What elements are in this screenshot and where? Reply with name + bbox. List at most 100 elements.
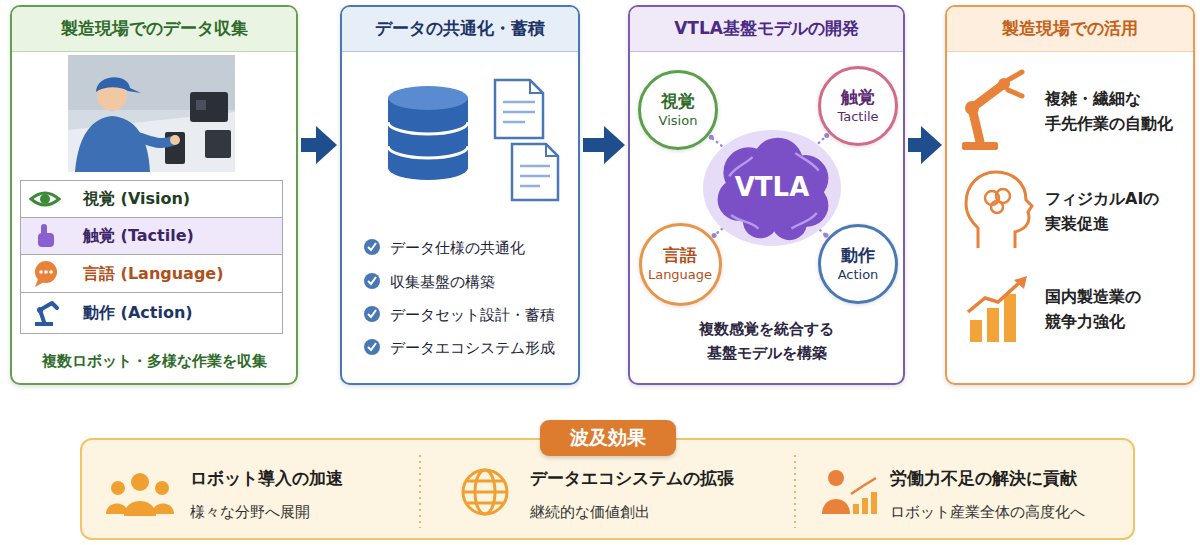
text-slot: フィジカルAIの 実装促進 (1045, 187, 1179, 237)
text-slot: 製造現場での活用 (947, 18, 1193, 39)
worker-photo (68, 55, 235, 172)
database-icon (388, 98, 468, 180)
modality-circle: 動作Action (818, 224, 898, 304)
ai-head-icon (966, 172, 1032, 248)
database-icon (388, 146, 468, 158)
brain-shape (731, 215, 758, 229)
flow-arrow (908, 138, 922, 152)
panel-title: VTLA基盤モデルの開発 (674, 18, 859, 39)
eye-icon (31, 193, 59, 205)
stage-panel: 視覚 (Vision) 触覚 (Tactile) 言語 (Language) 動作 (… (10, 5, 298, 385)
modality-circle: 触覚Tactile (818, 66, 898, 146)
check-icon (364, 239, 380, 355)
worker-photo (165, 132, 185, 164)
speech-icon (35, 279, 44, 287)
worker-growth-icon (822, 470, 877, 514)
stage-panel: VTLA視覚Vision 触覚Tactile 言語Language 動作Action V… (628, 5, 905, 385)
text-slot: 複数ロボット・多様な作業を収集 (12, 351, 296, 371)
effect-detail: 様々な分野へ展開 (190, 503, 310, 522)
industrial-robot-icon (965, 101, 979, 115)
modality-english: Action (838, 267, 879, 283)
robot-arm-icon (37, 307, 43, 313)
globe-icon (463, 470, 507, 514)
text-slot: データの共通化・蓄積 (342, 18, 578, 39)
growth-chart-icon (968, 282, 1020, 312)
flow-arrow (316, 126, 337, 164)
dotted-separator (419, 455, 421, 528)
document-icon (546, 144, 558, 156)
people-icon (155, 481, 169, 495)
modality-name: 動作 (841, 245, 875, 266)
brain-shape (791, 213, 816, 228)
worker-growth-icon (853, 504, 859, 514)
text-slot: 複数感覚を統合する 基盤モデルを構築 (630, 317, 903, 365)
dotted-separator (794, 455, 796, 528)
document-icon (512, 144, 558, 200)
sense-link (709, 135, 714, 140)
text-slot: 収集基盤の構築 (390, 272, 495, 292)
dotted-separator (420, 455, 795, 528)
eye-icon (40, 194, 50, 204)
effect-title: 労働力不足の解決に貢献 (890, 468, 1077, 489)
database-icon (388, 122, 468, 134)
flow-arrow (301, 138, 317, 152)
text-slot: データエコシステム形成 (390, 338, 555, 358)
check-icon (364, 239, 380, 255)
people-icon (131, 473, 149, 491)
document-icon (530, 80, 543, 93)
text-slot: ロボット産業全体の高度化へ (890, 502, 1085, 522)
worker-growth-icon (828, 470, 844, 486)
checklist-item: データ仕様の共通化 (390, 239, 525, 258)
effect-title: ロボット導入の加速 (190, 468, 343, 489)
modality-english: Tactile (837, 109, 878, 125)
speech-icon (39, 270, 43, 274)
model-core: VTLA (702, 128, 842, 246)
modality-row: 触覚 (Tactile) (20, 217, 283, 255)
effect-title: データエコシステムの拡張 (530, 468, 734, 489)
globe-icon (467, 481, 503, 503)
text-slot: 労働力不足の解決に貢献 (890, 468, 1077, 489)
modality-label: 言語 (Language) (83, 264, 224, 284)
people-icon (111, 481, 125, 495)
worker-growth-icon (822, 499, 850, 514)
modality-circle: 言語Language (639, 223, 722, 306)
check-icon (368, 343, 376, 350)
worker-photo (96, 77, 141, 93)
effect-detail: 継続的な価値創出 (530, 503, 650, 522)
growth-chart-icon (1004, 294, 1016, 342)
people-icon (124, 501, 156, 516)
flow-arrow (604, 126, 625, 164)
modality-label: 動作 (Action) (83, 303, 193, 323)
eye-icon (31, 193, 59, 205)
brain-shape (703, 130, 841, 246)
benefit-item: 複雑・繊細な 手先作業の自動化 (1045, 87, 1179, 137)
check-icon (364, 306, 380, 322)
growth-chart-icon (987, 308, 999, 342)
effects-tab: 波及効果 (540, 420, 676, 456)
ai-head-icon (991, 201, 1003, 213)
ai-head-icon (966, 172, 1032, 248)
modality-row: 動作 (Action) (20, 292, 283, 334)
database-icon (388, 86, 468, 180)
modality-label: 視覚 (Vision) (83, 189, 190, 209)
worker-photo (135, 136, 172, 143)
text-slot: VTLA基盤モデルの開発 (630, 18, 903, 39)
text-slot: 国内製造業の 競争力強化 (1045, 285, 1179, 335)
modality-circle: 視覚Vision (638, 70, 718, 150)
worker-growth-icon (862, 498, 868, 514)
document-icon (495, 80, 558, 200)
modality-row: 言語 (Language) (20, 254, 283, 293)
text-slot: データ仕様の共通化 (390, 238, 525, 258)
speech-icon (35, 261, 57, 287)
flow-arrow (583, 126, 625, 164)
globe-icon (463, 470, 507, 514)
text-slot: データエコシステムの拡張 (530, 468, 734, 489)
text-slot: データセット設計・蓄積 (390, 305, 555, 325)
stage-panel: 製造現場での活用複雑・繊細な 手先作業の自動化フィジカルAIの 実装促進国内製造… (945, 5, 1195, 385)
globe-icon (463, 491, 507, 494)
text-slot: 継続的な価値創出 (530, 502, 650, 522)
hand-icon (38, 224, 54, 247)
worker-photo (196, 100, 206, 110)
flow-arrow (583, 138, 605, 152)
